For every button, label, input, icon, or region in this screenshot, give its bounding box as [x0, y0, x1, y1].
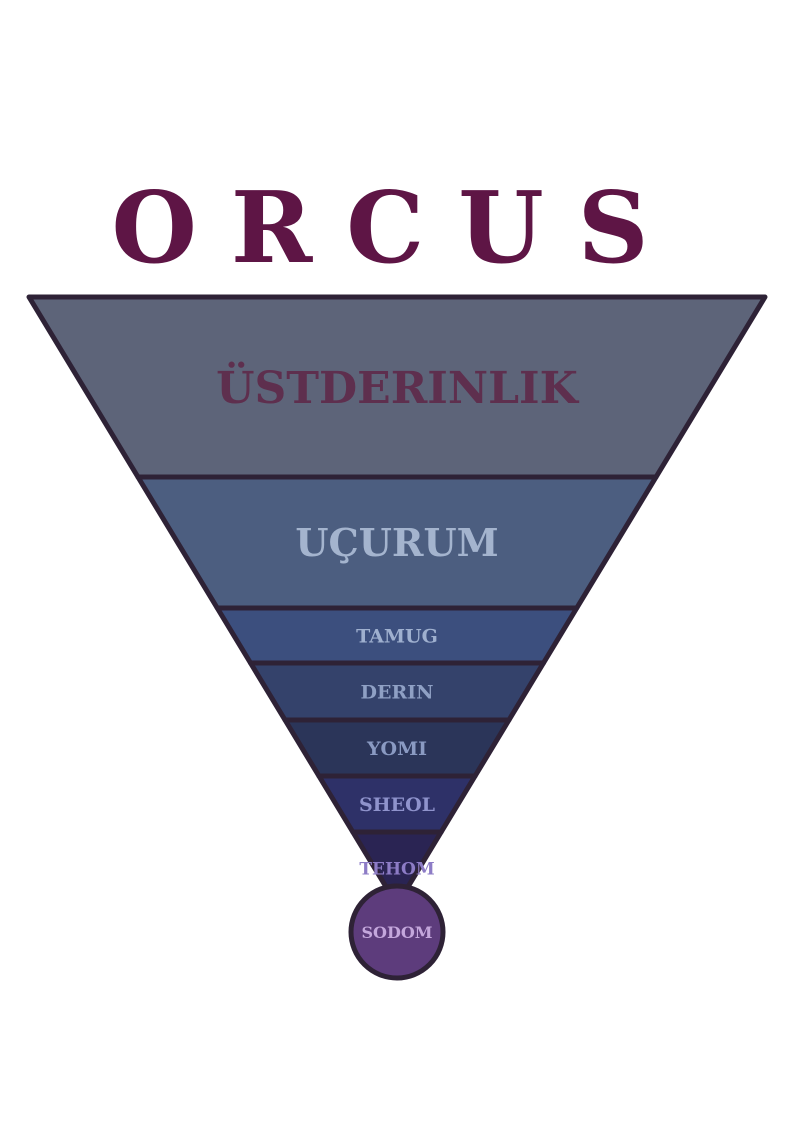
layer-label-2: UÇURUM	[295, 520, 498, 565]
core-circle	[348, 883, 446, 981]
layer-band-7	[350, 829, 444, 908]
layer-stack: ÜSTDERINLIK UÇURUM TAMUG DERIN YOMI SHEOL TEHO…	[26, 294, 768, 908]
layer-label-6: SHEOL	[359, 794, 435, 816]
layer-label-7: TEHOM	[359, 860, 434, 880]
core-label: SODOM	[361, 923, 432, 942]
core-layer: SODOM	[348, 883, 446, 981]
layer-label-1: ÜSTDERINLIK	[216, 360, 579, 414]
layer-label-5: YOMI	[366, 738, 427, 760]
layer-label-3: TAMUG	[356, 625, 438, 647]
diagram-title: ORCUS	[111, 171, 682, 286]
layer-label-4: DERIN	[360, 681, 433, 703]
